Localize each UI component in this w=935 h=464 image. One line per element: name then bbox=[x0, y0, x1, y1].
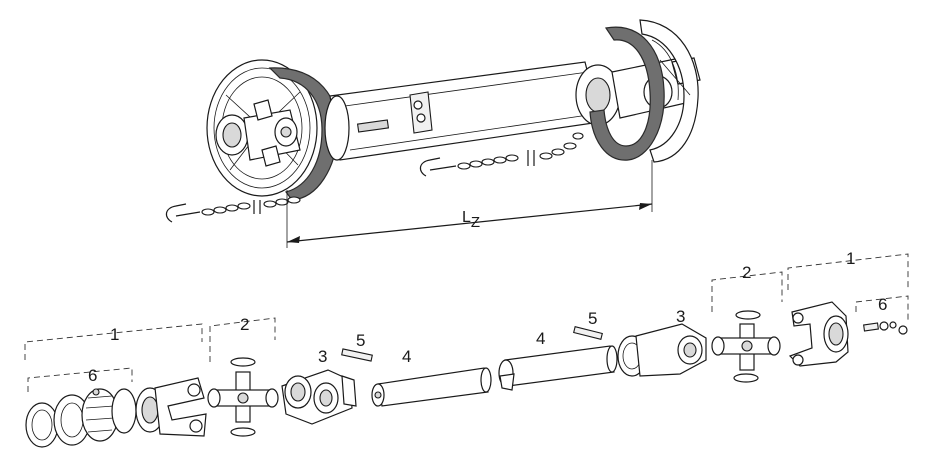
label-left-group-6: 6 bbox=[88, 366, 97, 385]
label-right-group-6: 6 bbox=[878, 295, 887, 314]
left-group-1-bracket: 1 bbox=[24, 323, 203, 360]
right-shield-ring bbox=[589, 26, 665, 161]
inner-tube: 4 bbox=[371, 347, 492, 407]
label-right-group-2: 2 bbox=[742, 263, 751, 282]
label-left-pin: 5 bbox=[356, 331, 365, 350]
right-push-pin-parts bbox=[863, 321, 908, 335]
label-outer-tube: 4 bbox=[536, 329, 545, 348]
right-guard-cone bbox=[639, 19, 699, 163]
left-safety-chain bbox=[165, 196, 301, 223]
assembled-shaft bbox=[165, 19, 701, 223]
left-group-2-bracket: 2 bbox=[209, 315, 276, 362]
right-tube-yoke: 3 bbox=[617, 307, 707, 377]
right-cross-journal bbox=[711, 310, 781, 383]
label-right-pin: 5 bbox=[588, 309, 597, 328]
dimension-lz-label: LZ bbox=[462, 209, 480, 231]
left-tube-yoke: 3 bbox=[281, 347, 357, 425]
left-roll-pin: 5 bbox=[341, 331, 373, 362]
label-left-group-1: 1 bbox=[110, 325, 119, 344]
label-left-tube-yoke: 3 bbox=[318, 347, 327, 366]
right-roll-pin: 5 bbox=[573, 309, 603, 340]
label-right-tube-yoke: 3 bbox=[676, 307, 685, 326]
right-group-2-bracket: 2 bbox=[711, 263, 783, 312]
left-cross-journal bbox=[207, 357, 279, 437]
left-yoke bbox=[135, 377, 207, 437]
label-left-group-2: 2 bbox=[240, 315, 249, 334]
main-tube bbox=[324, 61, 601, 161]
left-yoke-assembly bbox=[215, 99, 301, 167]
right-yoke bbox=[788, 301, 849, 367]
right-group-6-bracket: 6 bbox=[855, 295, 909, 320]
label-right-group-1: 1 bbox=[846, 249, 855, 268]
label-inner-tube: 4 bbox=[402, 347, 411, 366]
outer-tube: 4 bbox=[498, 329, 618, 391]
dimension-lz: LZ bbox=[286, 160, 653, 248]
left-group-6-bracket: 6 bbox=[27, 366, 133, 392]
right-safety-chain bbox=[419, 132, 584, 177]
right-group-1-bracket: 1 bbox=[787, 249, 909, 290]
left-clamp-rings bbox=[25, 388, 137, 448]
